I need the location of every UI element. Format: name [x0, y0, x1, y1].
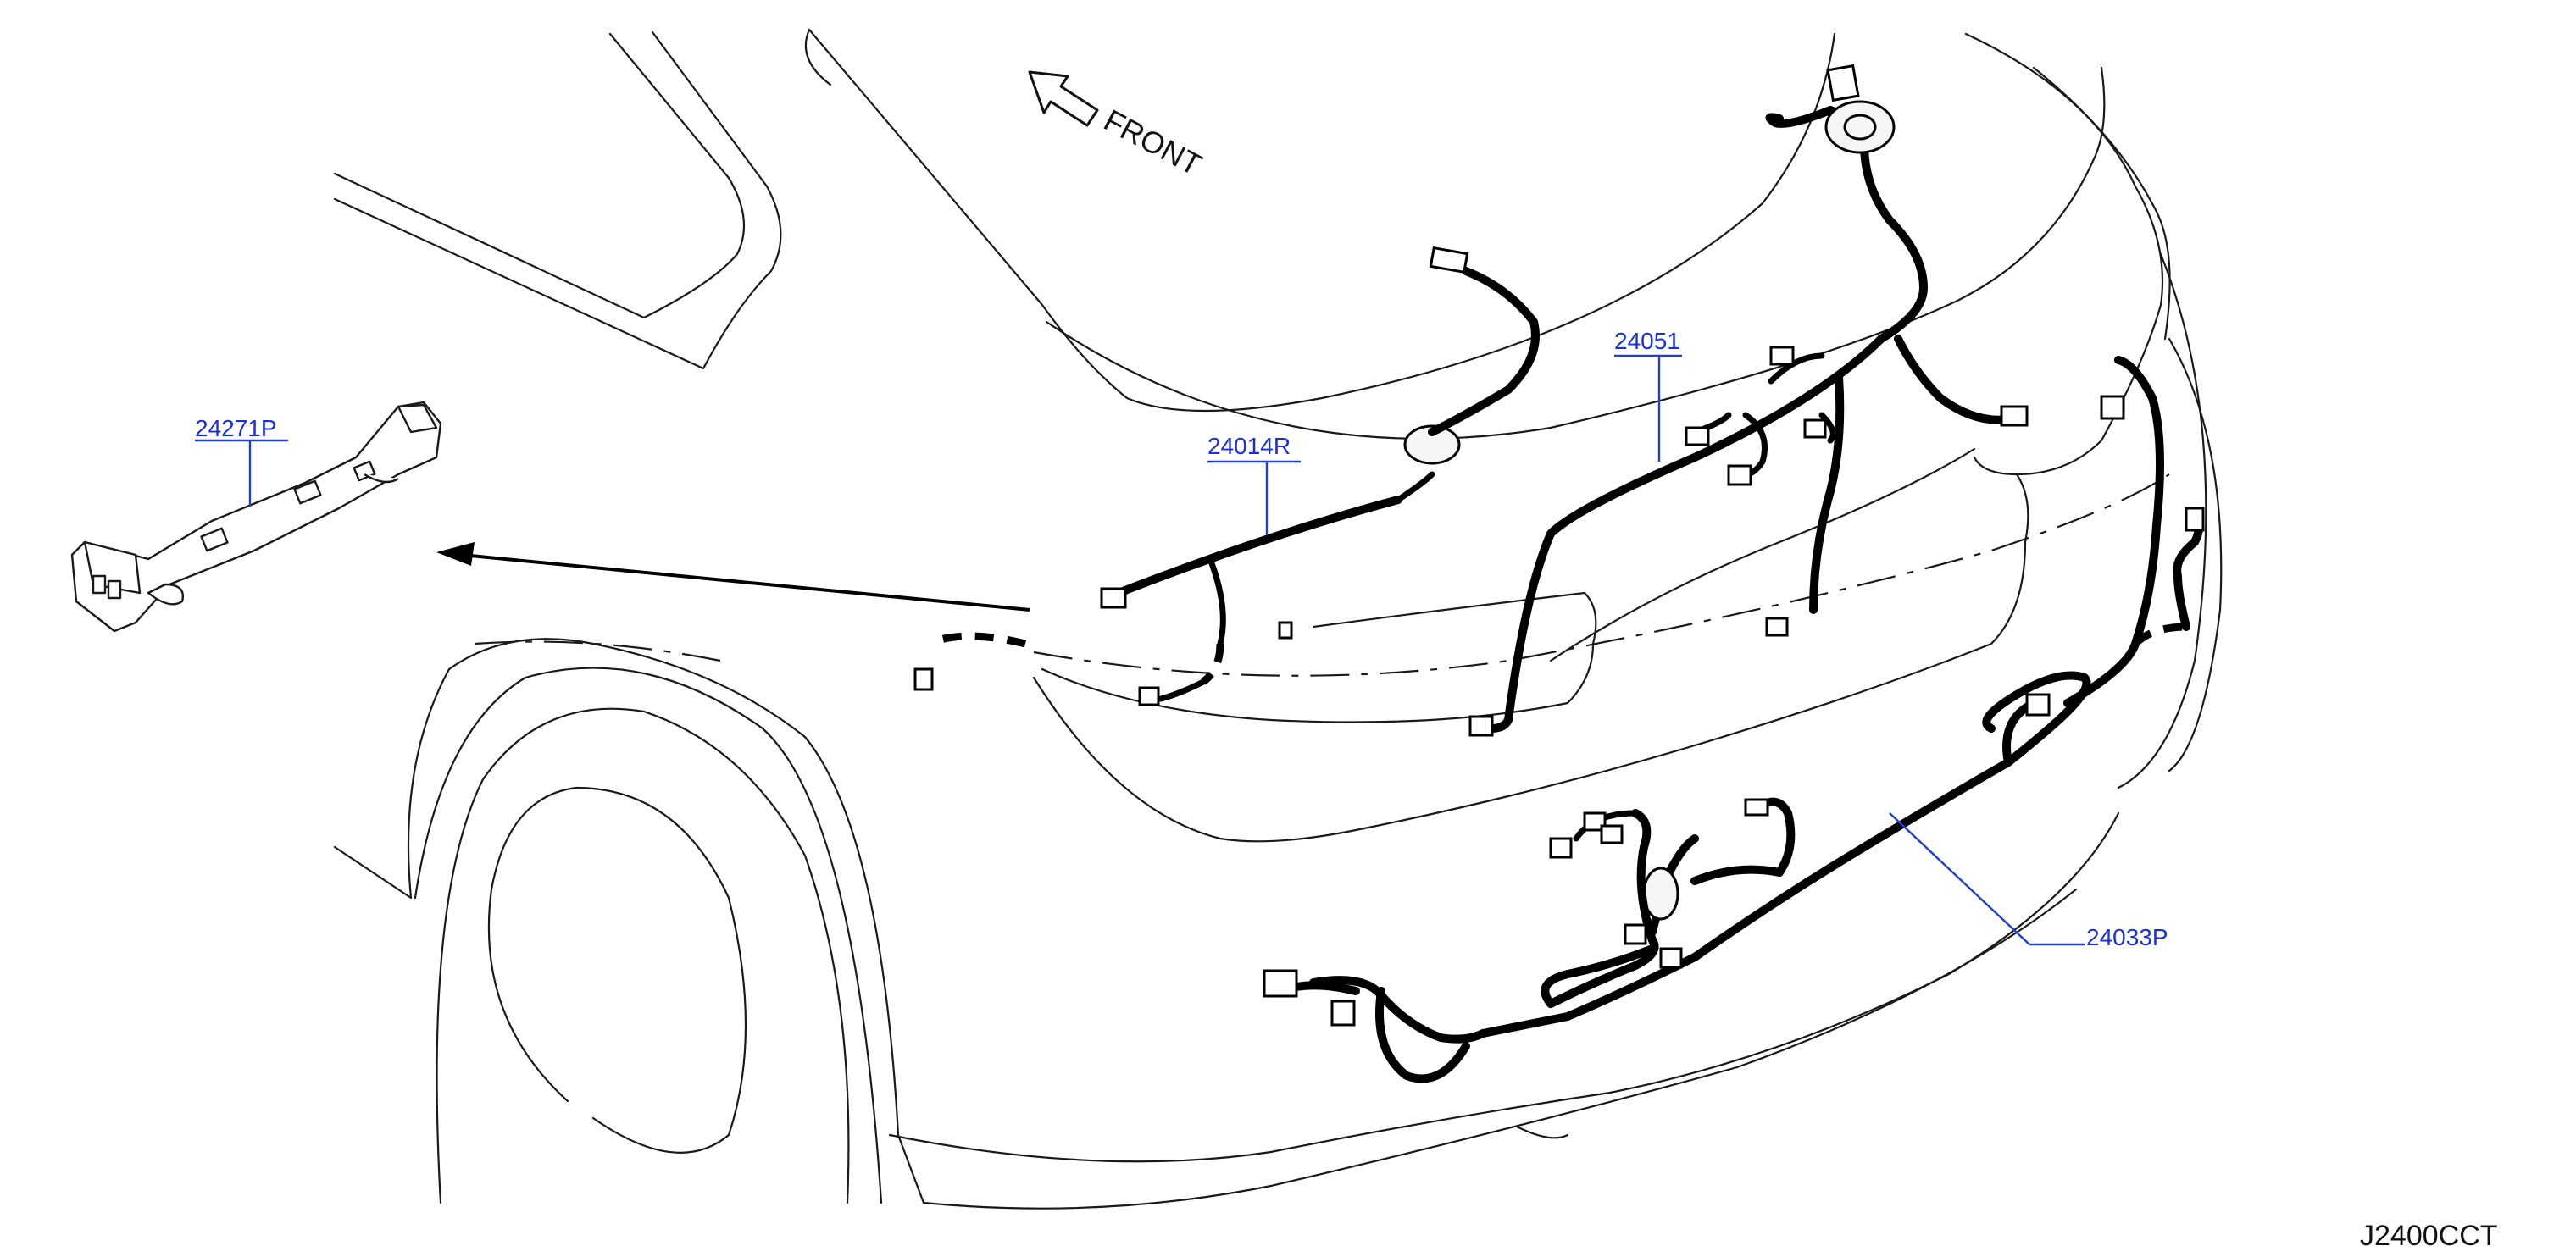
hidden-line [1033, 473, 2170, 677]
harness-24033P [1263, 356, 2205, 1083]
front-direction-indicator: FRONT [1028, 70, 1208, 182]
callout-24014R: 24014R [1208, 433, 1301, 535]
front-label: FRONT [1098, 102, 1208, 182]
harness-24014R [913, 246, 1540, 706]
detail-pointer-arrow [436, 542, 1030, 612]
quarter-panel [333, 638, 925, 1204]
callout-label-bracket: 24271P [195, 415, 277, 441]
harness-24051 [1468, 64, 2029, 737]
trunk-opening [1041, 591, 1597, 723]
callout-24033P: 24033P [1889, 812, 2168, 950]
rear-bumper [888, 811, 2120, 1163]
diagram-code: J2400CCT [2360, 1220, 2498, 1252]
wheel-arch [414, 667, 883, 1204]
callout-24271P: 24271P [195, 415, 288, 507]
rear-glass [808, 28, 1836, 413]
quarter-window [333, 32, 746, 319]
bracket-part [70, 401, 442, 633]
vehicle-body-outline [333, 28, 2223, 1210]
callout-label-tail-harness: 24051 [1614, 328, 1680, 354]
front-arrow-icon [1028, 70, 1099, 127]
rear-tire [436, 707, 850, 1204]
callout-label-rear-harness: 24033P [2086, 924, 2168, 950]
callout-24051: 24051 [1614, 328, 1682, 462]
trunk-lid [1045, 66, 2106, 440]
callout-label-body-harness: 24014R [1208, 433, 1291, 459]
